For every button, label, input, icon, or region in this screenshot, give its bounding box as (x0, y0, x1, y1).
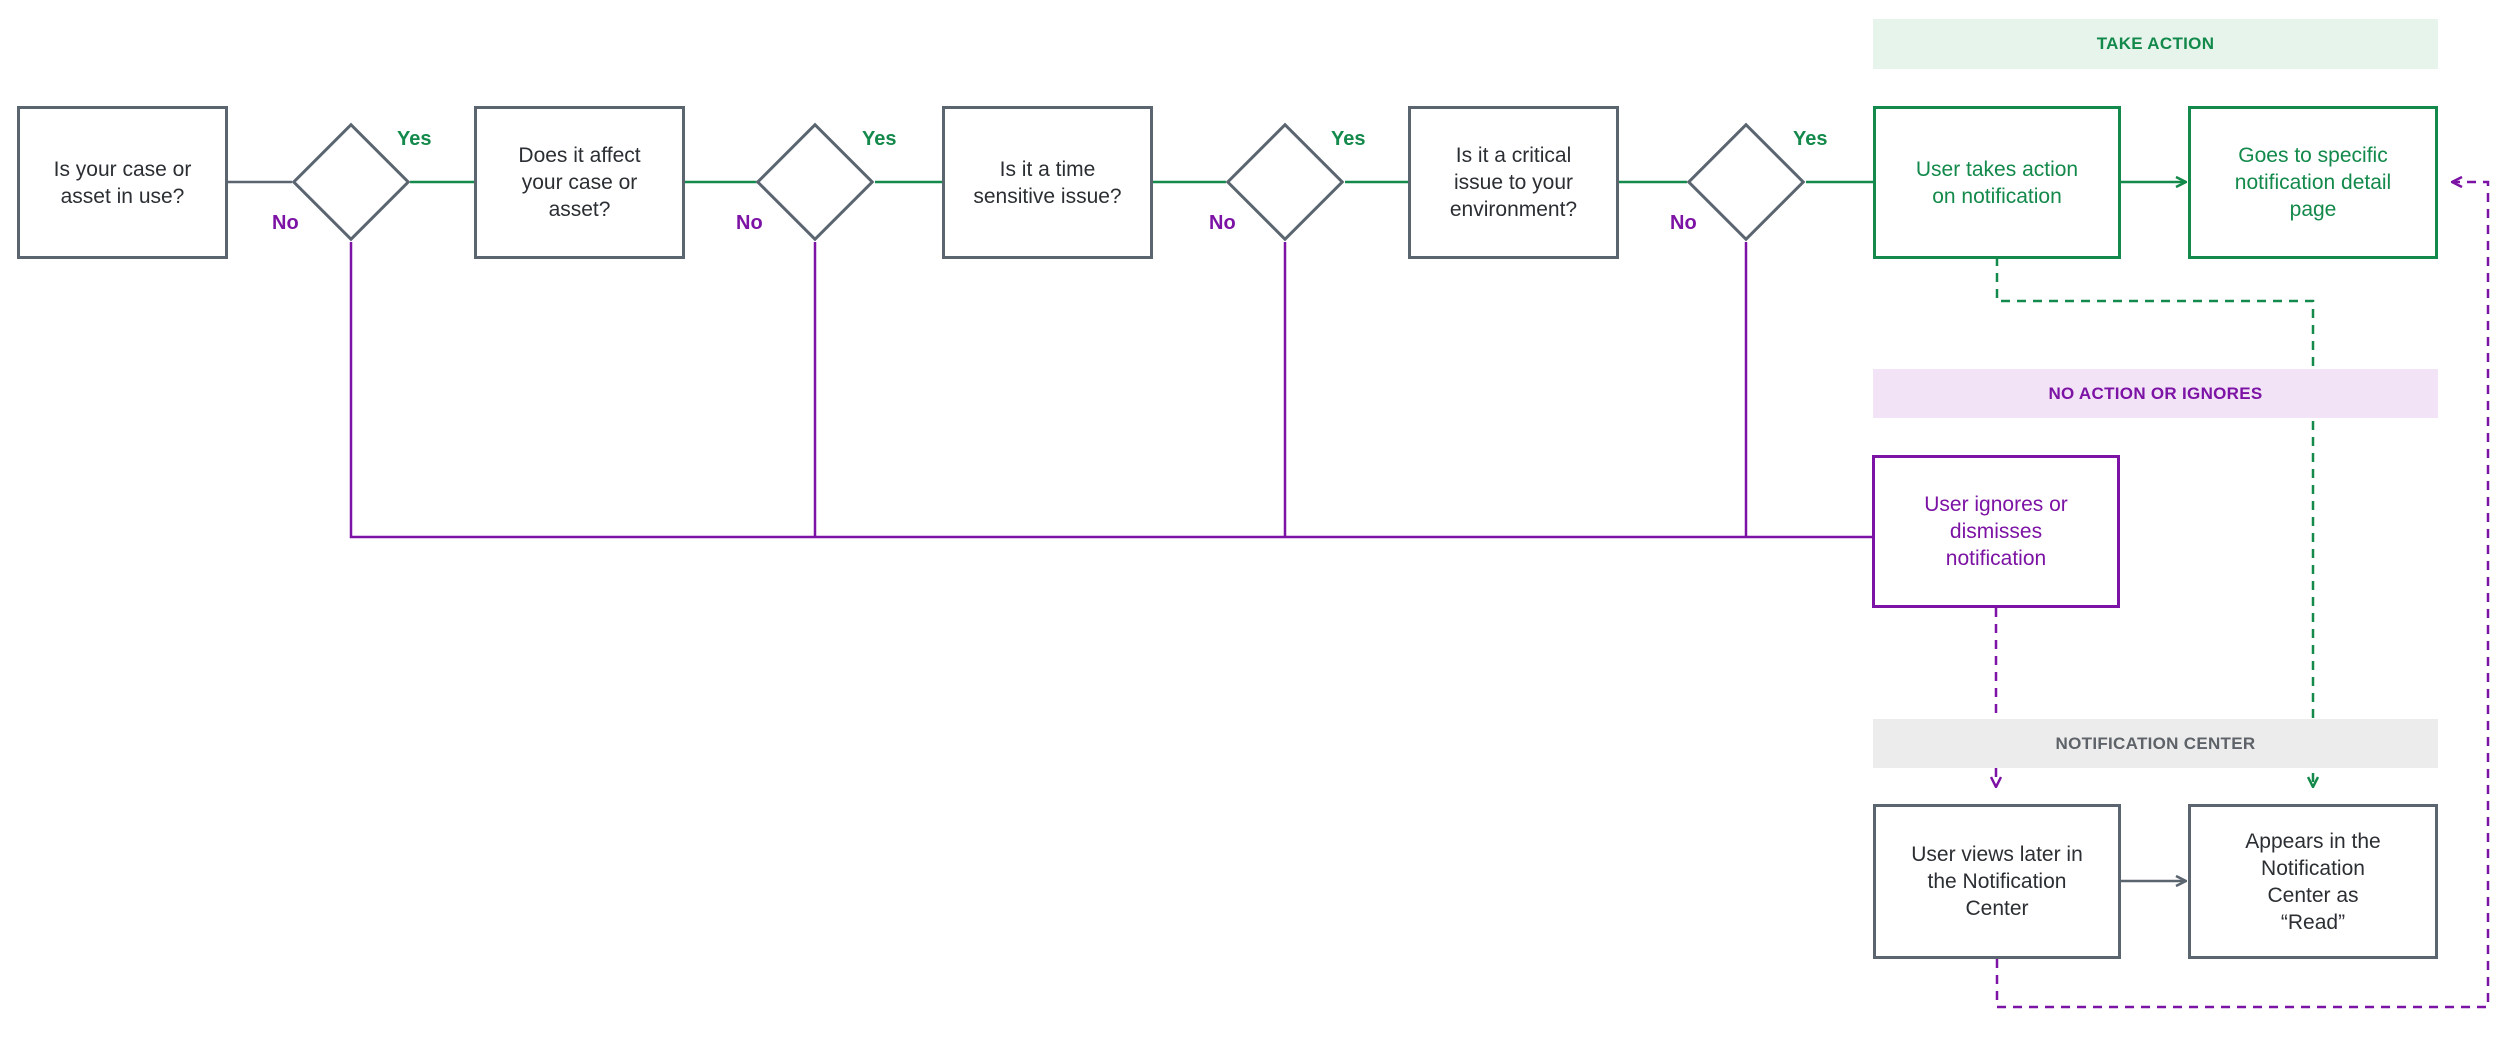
yes-label-1: Yes (397, 128, 432, 150)
node-takes-action: User takes action on notification (1873, 106, 2121, 259)
no-label-3: No (1209, 212, 1236, 234)
node-time-sensitive: Is it a time sensitive issue? (942, 106, 1153, 259)
node-critical-issue: Is it a critical issue to your environme… (1408, 106, 1619, 259)
yes-label-3: Yes (1331, 128, 1366, 150)
yes-label-4: Yes (1793, 128, 1828, 150)
no-label-4: No (1670, 212, 1697, 234)
node-affects-case: Does it affect your case or asset? (474, 106, 685, 259)
band-no-action: NO ACTION OR IGNORES (1873, 369, 2438, 418)
node-appears-read: Appears in the Notification Center as “R… (2188, 804, 2438, 959)
band-take-action: TAKE ACTION (1873, 19, 2438, 69)
node-case-in-use: Is your case or asset in use? (17, 106, 228, 259)
dashed-loop-to-detail (1995, 182, 2490, 1009)
node-ignores: User ignores or dismisses notification (1872, 455, 2120, 608)
band-notification-center: NOTIFICATION CENTER (1873, 719, 2438, 768)
no-connector-bus (349, 242, 1873, 539)
no-label-2: No (736, 212, 763, 234)
yes-label-2: Yes (862, 128, 897, 150)
node-detail-page: Goes to specific notification detail pag… (2188, 106, 2438, 259)
node-views-later: User views later in the Notification Cen… (1873, 804, 2121, 959)
no-label-1: No (272, 212, 299, 234)
dashed-take-action-to-center (1995, 257, 2313, 787)
